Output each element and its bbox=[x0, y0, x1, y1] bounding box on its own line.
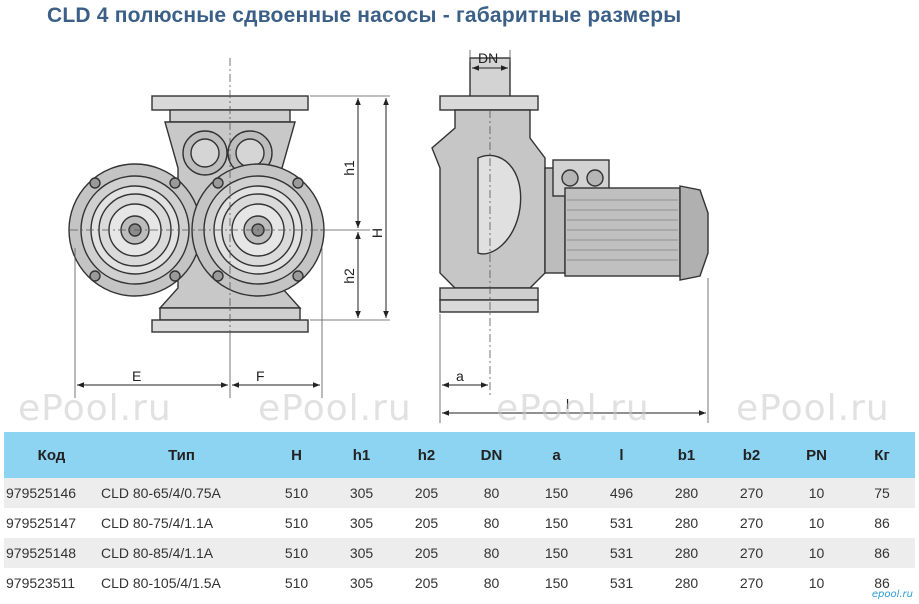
header-kg: Кг bbox=[849, 432, 915, 478]
cell-b2: 270 bbox=[719, 538, 784, 568]
table-header-row: Код Тип H h1 h2 DN a l b1 b2 PN Кг bbox=[4, 432, 915, 478]
dim-a-label: a bbox=[456, 368, 464, 384]
cell-a: 150 bbox=[524, 538, 589, 568]
table-row: 979525146 CLD 80-65/4/0.75A 510 305 205 … bbox=[4, 478, 915, 508]
header-b1: b1 bbox=[654, 432, 719, 478]
cell-dn: 80 bbox=[459, 478, 524, 508]
watermark: ePool.ru bbox=[18, 388, 172, 429]
cell-type: CLD 80-105/4/1.5A bbox=[99, 568, 264, 598]
header-h2: h2 bbox=[394, 432, 459, 478]
header-pn: PN bbox=[784, 432, 849, 478]
cell-code: 979525148 bbox=[4, 538, 99, 568]
cell-h: 510 bbox=[264, 538, 329, 568]
cell-type: CLD 80-65/4/0.75A bbox=[99, 478, 264, 508]
cell-b2: 270 bbox=[719, 508, 784, 538]
header-code: Код bbox=[4, 432, 99, 478]
cell-h2: 205 bbox=[394, 478, 459, 508]
cell-h1: 305 bbox=[329, 538, 394, 568]
cell-l: 531 bbox=[589, 568, 654, 598]
cell-b1: 280 bbox=[654, 508, 719, 538]
cell-h: 510 bbox=[264, 508, 329, 538]
cell-dn: 80 bbox=[459, 538, 524, 568]
table-row: 979525148 CLD 80-85/4/1.1A 510 305 205 8… bbox=[4, 538, 915, 568]
watermark: ePool.ru bbox=[736, 388, 890, 429]
dim-e-label: E bbox=[132, 368, 141, 384]
cell-h2: 205 bbox=[394, 538, 459, 568]
cell-h1: 305 bbox=[329, 508, 394, 538]
cell-b1: 280 bbox=[654, 538, 719, 568]
cell-l: 531 bbox=[589, 508, 654, 538]
cell-b1: 280 bbox=[654, 478, 719, 508]
cell-a: 150 bbox=[524, 508, 589, 538]
cell-kg: 75 bbox=[849, 478, 915, 508]
cell-b2: 270 bbox=[719, 568, 784, 598]
cell-h1: 305 bbox=[329, 568, 394, 598]
dim-dn-label: DN bbox=[478, 50, 498, 66]
cell-h: 510 bbox=[264, 478, 329, 508]
table-row: 979525147 CLD 80-75/4/1.1A 510 305 205 8… bbox=[4, 508, 915, 538]
spec-table: Код Тип H h1 h2 DN a l b1 b2 PN Кг 97952… bbox=[4, 432, 915, 598]
cell-h1: 305 bbox=[329, 478, 394, 508]
dimension-drawing: DN h1 H h2 E F a l bbox=[68, 50, 709, 423]
cell-h2: 205 bbox=[394, 508, 459, 538]
cell-kg: 86 bbox=[849, 508, 915, 538]
cell-pn: 10 bbox=[784, 568, 849, 598]
cell-type: CLD 80-75/4/1.1A bbox=[99, 508, 264, 538]
cell-kg: 86 bbox=[849, 568, 915, 598]
cell-l: 496 bbox=[589, 478, 654, 508]
header-b2: b2 bbox=[719, 432, 784, 478]
header-h: H bbox=[264, 432, 329, 478]
header-l: l bbox=[589, 432, 654, 478]
header-a: a bbox=[524, 432, 589, 478]
header-type: Тип bbox=[99, 432, 264, 478]
header-dn: DN bbox=[459, 432, 524, 478]
cell-l: 531 bbox=[589, 538, 654, 568]
cell-h: 510 bbox=[264, 568, 329, 598]
cell-code: 979523511 bbox=[4, 568, 99, 598]
dim-h1-label: h1 bbox=[341, 160, 357, 176]
cell-pn: 10 bbox=[784, 478, 849, 508]
dim-h-label: H bbox=[369, 228, 385, 238]
cell-dn: 80 bbox=[459, 508, 524, 538]
watermark: ePool.ru bbox=[496, 388, 650, 429]
dim-f-label: F bbox=[256, 368, 265, 384]
header-h1: h1 bbox=[329, 432, 394, 478]
cell-pn: 10 bbox=[784, 538, 849, 568]
cell-kg: 86 bbox=[849, 538, 915, 568]
cell-type: CLD 80-85/4/1.1A bbox=[99, 538, 264, 568]
cell-code: 979525146 bbox=[4, 478, 99, 508]
cell-a: 150 bbox=[524, 568, 589, 598]
cell-b2: 270 bbox=[719, 478, 784, 508]
dim-h2-label: h2 bbox=[341, 268, 357, 284]
cell-h2: 205 bbox=[394, 568, 459, 598]
cell-pn: 10 bbox=[784, 508, 849, 538]
brand-mark: epool.ru bbox=[871, 589, 913, 600]
watermark: ePool.ru bbox=[258, 388, 412, 429]
cell-b1: 280 bbox=[654, 568, 719, 598]
cell-dn: 80 bbox=[459, 568, 524, 598]
cell-a: 150 bbox=[524, 478, 589, 508]
page-title: CLD 4 полюсные сдвоенные насосы - габари… bbox=[47, 4, 682, 27]
cell-code: 979525147 bbox=[4, 508, 99, 538]
dim-l-label: l bbox=[566, 396, 569, 412]
table-row: 979523511 CLD 80-105/4/1.5A 510 305 205 … bbox=[4, 568, 915, 598]
